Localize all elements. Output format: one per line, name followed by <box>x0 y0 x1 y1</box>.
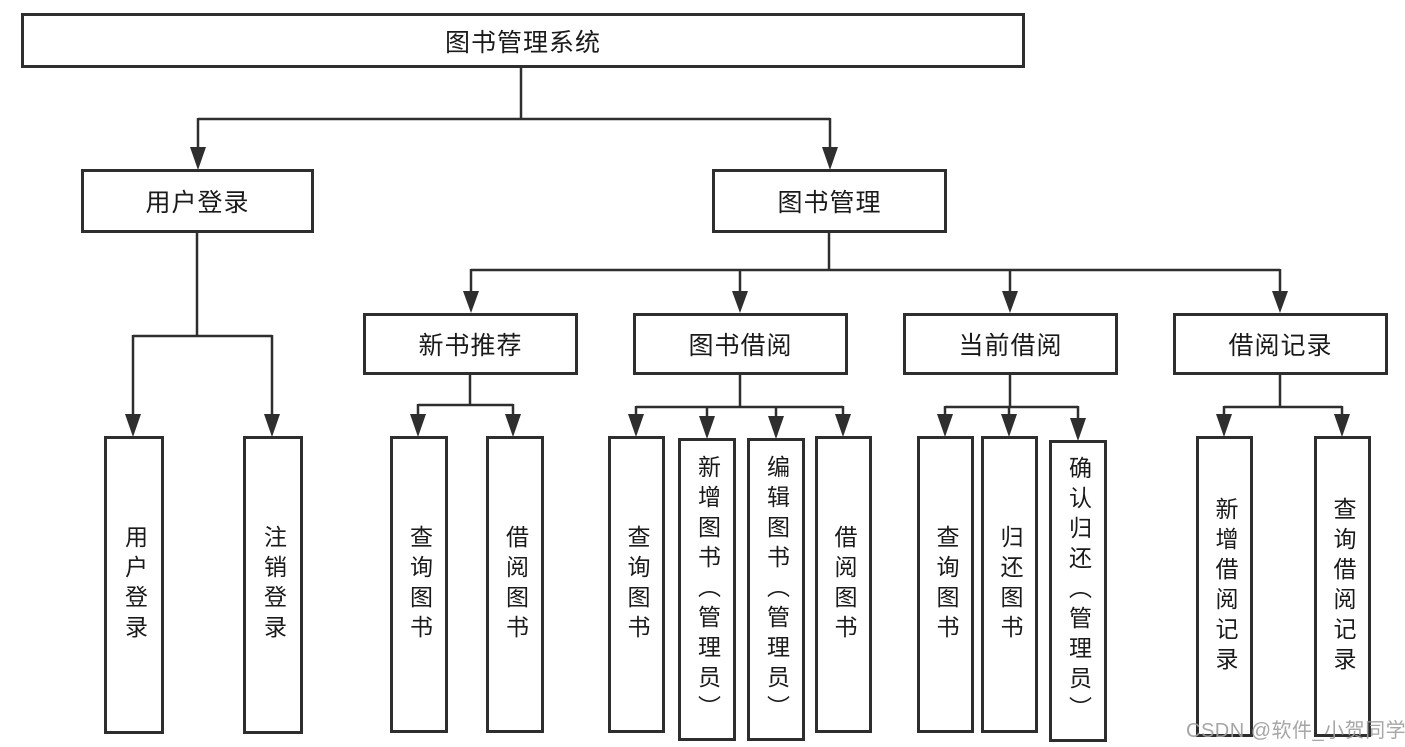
leaf-add-book-admin: 新增图书（管理员） <box>678 438 736 741</box>
node-user-login-module: 用户登录 <box>81 169 314 233</box>
node-book-management-module: 图书管理 <box>712 169 947 233</box>
node-current-borrow: 当前借阅 <box>903 313 1118 375</box>
leaf-query-books-recommend: 查询图书 <box>390 436 448 733</box>
leaf-borrow-books: 借阅图书 <box>815 436 872 733</box>
leaf-logout: 注销登录 <box>243 436 303 734</box>
leaf-query-books-current: 查询图书 <box>917 436 974 733</box>
node-new-book-recommend: 新书推荐 <box>363 313 578 375</box>
leaf-query-borrow-record: 查询借阅记录 <box>1314 436 1371 737</box>
leaf-edit-book-admin: 编辑图书（管理员） <box>747 438 805 741</box>
node-library-management-system: 图书管理系统 <box>21 13 1025 68</box>
node-borrow-record: 借阅记录 <box>1173 313 1388 375</box>
leaf-return-books: 归还图书 <box>981 436 1038 733</box>
node-book-borrow: 图书借阅 <box>633 313 848 375</box>
leaf-borrow-books-recommend: 借阅图书 <box>486 436 544 733</box>
leaf-confirm-return-admin: 确认归还（管理员） <box>1049 440 1107 742</box>
csdn-watermark: CSDN @软件_小贺同学 <box>1186 720 1405 742</box>
arrowheads <box>125 147 1350 441</box>
leaf-query-books-borrow: 查询图书 <box>608 436 665 733</box>
leaf-add-borrow-record: 新增借阅记录 <box>1196 436 1253 737</box>
leaf-user-login: 用户登录 <box>104 436 164 734</box>
